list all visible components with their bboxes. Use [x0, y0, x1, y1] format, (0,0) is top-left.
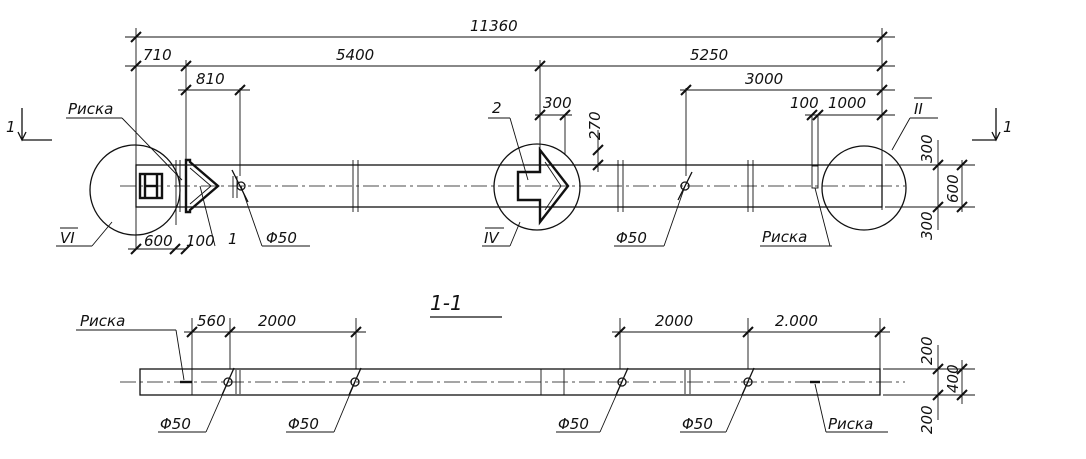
dim-270-label: 270 [586, 111, 604, 140]
section-marker-right-label: 1 [1003, 118, 1013, 136]
label-riska-plan-right: Риска [762, 228, 807, 246]
plan-joint-marks [232, 160, 819, 212]
dim-300-upper-label: 300 [918, 134, 936, 163]
detail-circle-iv [493, 143, 581, 231]
label-2: 2 [492, 99, 502, 117]
section-marker-left: 1 [6, 108, 52, 142]
dim-300-label: 300 [543, 94, 572, 112]
label-hole-plan-left: Φ50 [266, 229, 297, 247]
label-hole-section-3: Φ50 [558, 415, 589, 433]
dim-600-height-label: 600 [944, 174, 962, 203]
label-riska-section-right: Риска [828, 415, 873, 433]
dim-2000-left-label: 2000 [258, 312, 296, 330]
dim-1000-label: 1000 [828, 94, 866, 112]
embedded-part-middle [516, 146, 570, 226]
dim-200-lower-label: 200 [918, 405, 936, 434]
section-labels: Риска Φ50 Φ50 Φ50 Φ50 Риска [76, 312, 888, 433]
detail-circle-ii [821, 145, 907, 231]
dim-5400-label: 5400 [336, 46, 374, 64]
label-hole-plan-right: Φ50 [616, 229, 647, 247]
section-view: 1-1 [76, 291, 975, 434]
dim-bottom-left: 600 100 [128, 232, 215, 255]
section-title: 1-1 [430, 291, 463, 315]
dim-400-label: 400 [944, 364, 962, 393]
dim-2000-right-label: 2.000 [775, 312, 818, 330]
dim-level3: 810 3000 300 100 1000 [178, 70, 895, 121]
dim-100-top-label: 100 [790, 94, 819, 112]
dim-560-label: 560 [197, 312, 226, 330]
dim-height-plan: 300 600 300 [885, 134, 975, 240]
dim-level2: 710 5400 5250 [125, 46, 895, 72]
dim-overall-label: 11360 [470, 17, 518, 35]
dim-300-lower-label: 300 [918, 211, 936, 240]
section-height-dims: 200 400 200 [883, 336, 975, 434]
label-hole-section-4: Φ50 [682, 415, 713, 433]
dim-overall: 11360 [125, 17, 895, 43]
detail-circle-vi [89, 144, 181, 236]
section-marker-right: 1 [972, 108, 1013, 142]
dim-200-upper-label: 200 [918, 336, 936, 365]
section-marker-left-label: 1 [6, 118, 16, 136]
label-1: 1 [228, 230, 238, 248]
label-riska-plan-left: Риска [68, 100, 113, 118]
plan-labels: Риска 2 1 VI IV II Риска Φ50 [56, 97, 938, 248]
label-node-ii: II [914, 100, 923, 118]
dim-710-label: 710 [143, 46, 172, 64]
label-hole-section-2: Φ50 [288, 415, 319, 433]
section-dims-top: 560 2000 2000 2.000 [184, 312, 890, 338]
embedded-part-left [184, 158, 220, 214]
dim-810-label: 810 [196, 70, 225, 88]
dim-600-left-label: 600 [144, 232, 173, 250]
label-node-iv: IV [484, 229, 500, 247]
dim-270: 270 [586, 111, 604, 172]
plan-view: 11360 710 5400 5250 810 3000 300 [56, 17, 975, 255]
dim-3000-label: 3000 [745, 70, 783, 88]
label-node-vi: VI [60, 229, 75, 247]
dim-100-bottom-label: 100 [186, 232, 215, 250]
dim-2000-mid-label: 2000 [655, 312, 693, 330]
plan-hole-left [231, 169, 249, 203]
label-hole-section-1: Φ50 [160, 415, 191, 433]
section-joint-marks [235, 370, 691, 394]
label-riska-section-left: Риска [80, 312, 125, 330]
dim-5250-label: 5250 [690, 46, 728, 64]
